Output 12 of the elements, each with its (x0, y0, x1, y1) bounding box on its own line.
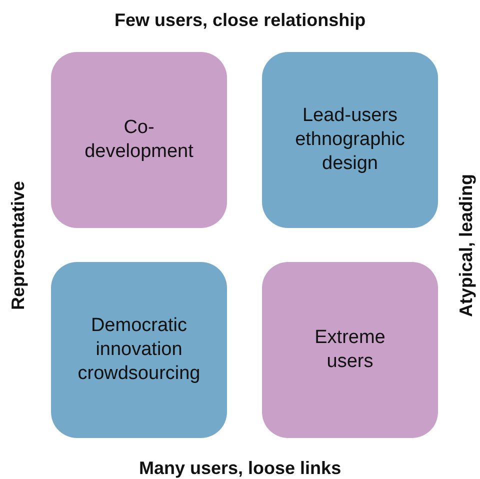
axis-label: Few users, close relationship (114, 10, 366, 30)
quadrant-box (262, 262, 438, 438)
axis-label: Representative (8, 180, 29, 310)
quadrant-box (51, 262, 227, 438)
axis-label: Atypical, leading (456, 173, 477, 317)
quadrant-box (262, 52, 438, 228)
axis-label: Many users, loose links (139, 458, 342, 478)
quadrant-label: Extreme users (314, 326, 386, 374)
quadrant-label: Co-development (84, 116, 194, 164)
quadrant-box (51, 52, 227, 228)
quadrant-label: Democratic innovation crowdsourcing (76, 314, 202, 386)
quadrant-label: Lead-users ethnographic design (294, 104, 406, 176)
